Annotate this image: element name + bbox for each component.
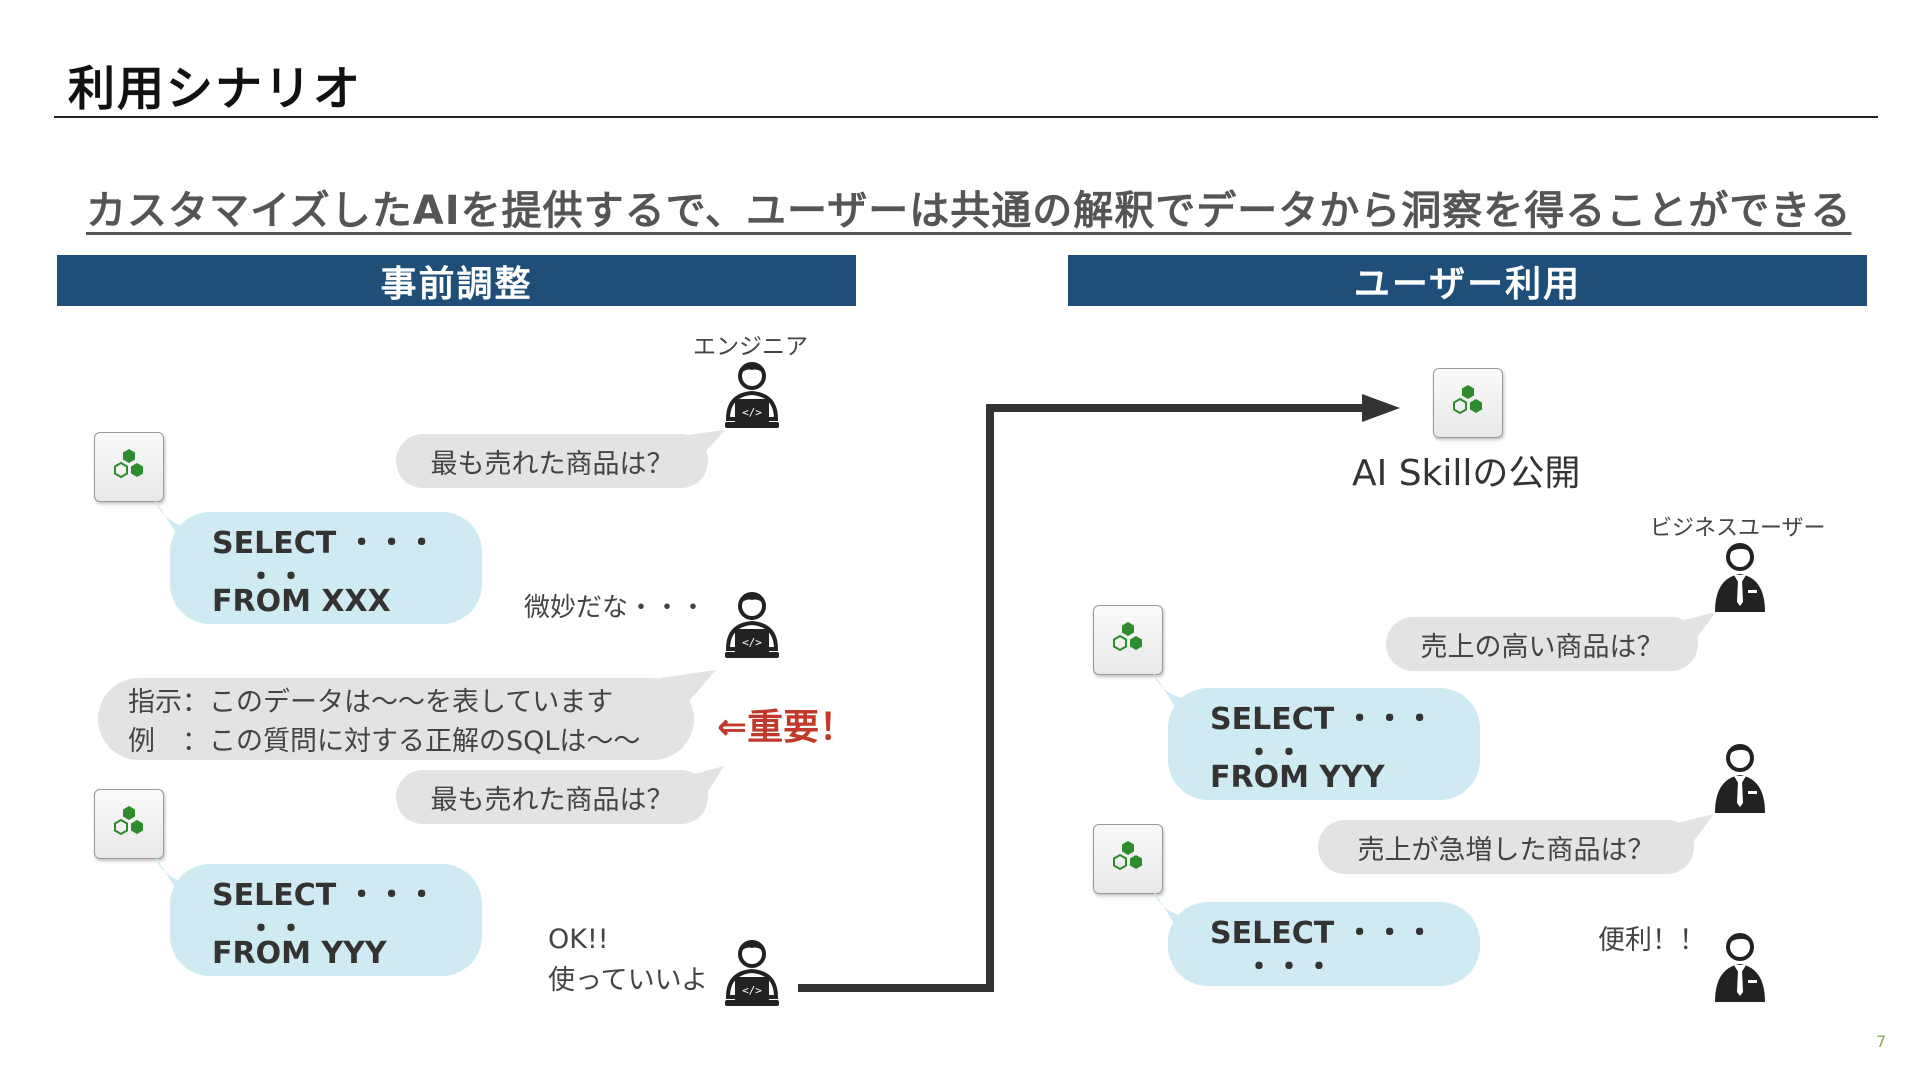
business-user-label: ビジネスユーザー (1650, 516, 1826, 541)
page-number: 7 (1876, 1032, 1887, 1051)
sql-line: ・・ (246, 912, 306, 947)
section-header-preparation: 事前調整 (57, 255, 856, 306)
instruction-line: 例 ：この質問に対する正解のSQLは～～ (128, 726, 641, 757)
ai-skill-icon (94, 789, 164, 859)
sql-line: SELECT ・・・ (1210, 702, 1435, 737)
bubble-tail (660, 670, 716, 700)
ai-skill-icon (1093, 824, 1163, 894)
title-divider (54, 116, 1878, 118)
section-header-usage: ユーザー利用 (1068, 255, 1867, 306)
engineer-icon (722, 589, 782, 664)
ai-skill-icon (1093, 605, 1163, 675)
question-bubble: 売上の高い商品は？ (1386, 617, 1698, 671)
ai-skill-icon (94, 432, 164, 502)
sql-line: FROM YYY (1210, 760, 1385, 795)
engineer-label: エンジニア (693, 334, 808, 360)
business-user-icon (1710, 540, 1770, 615)
sql-line: ・・ (246, 560, 306, 595)
question-bubble: 最も売れた商品は？ (396, 434, 708, 488)
sql-line: ・・・ (1244, 950, 1334, 985)
ok-line: 使っていいよ (548, 965, 709, 996)
sql-line: ・・ (1244, 736, 1304, 771)
engineer-icon (722, 359, 782, 434)
sql-line: SELECT ・・・ (1210, 916, 1435, 951)
question-bubble: 最も売れた商品は？ (396, 770, 708, 824)
sql-response-bubble: SELECT ・・・ ・・ FROM YYY (1168, 688, 1480, 800)
page-title: 利用シナリオ (68, 62, 362, 117)
sql-line: FROM YYY (212, 936, 387, 971)
instruction-bubble: 指示：このデータは～～を表しています 例 ：この質問に対する正解のSQLは～～ (98, 678, 694, 760)
engineer-comment: 微妙だな・・・ (524, 593, 707, 623)
sql-response-bubble: SELECT ・・・ ・・・ (1168, 902, 1480, 986)
question-bubble: 売上が急増した商品は？ (1318, 820, 1694, 874)
bubble-tail (1676, 612, 1716, 644)
arrow-icon (798, 394, 1400, 992)
sql-line: SELECT ・・・ (212, 878, 437, 913)
sql-line: SELECT ・・・ (212, 526, 437, 561)
ok-line: OK!! (548, 924, 609, 955)
sql-line: FROM XXX (212, 584, 391, 619)
ai-skill-icon (1433, 368, 1503, 438)
ai-skill-publish-label: AI Skillの公開 (1352, 453, 1581, 494)
business-user-icon (1710, 930, 1770, 1005)
sql-response-bubble: SELECT ・・・ ・・ FROM YYY (170, 864, 482, 976)
important-note: ⇐重要！ (717, 707, 856, 748)
sql-response-bubble: SELECT ・・・ ・・ FROM XXX (170, 512, 482, 624)
bubble-tail (1674, 814, 1714, 846)
business-user-icon (1710, 741, 1770, 816)
instruction-line: 指示：このデータは～～を表しています (128, 687, 614, 718)
user-reaction: 便利！！ (1598, 925, 1706, 956)
engineer-icon (722, 937, 782, 1012)
subtitle: カスタマイズしたAIを提供するで、ユーザーは共通の解釈でデータから洞察を得ること… (86, 188, 1852, 234)
